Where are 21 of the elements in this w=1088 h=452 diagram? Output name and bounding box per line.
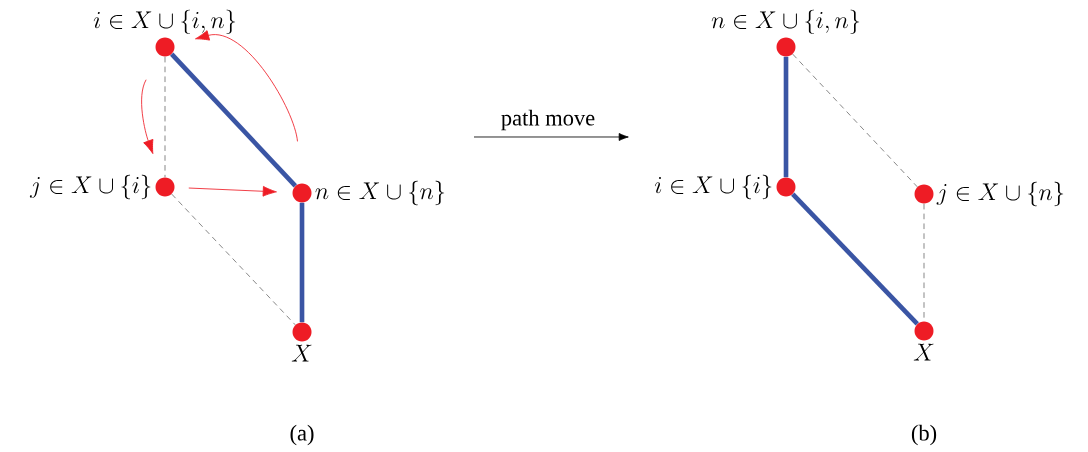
dashed-line [164, 56, 166, 178]
move-arrow [195, 30, 298, 142]
vertex-label: $X$ [291, 344, 312, 362]
vertex-label: $n \in X \cup \{n\}$ [315, 180, 445, 206]
vertex-label: $i \in X \cup \{i\}$ [654, 174, 772, 200]
path-edge [791, 192, 919, 326]
arrow-label: path move [501, 109, 595, 131]
move-arrow [141, 79, 154, 154]
dashed-line [792, 53, 918, 188]
path-edge [170, 52, 297, 188]
move-arrow [188, 185, 277, 197]
vertex-label: $j \in X \cup \{i\}$ [29, 174, 151, 200]
panel-label: (a) [290, 424, 314, 446]
vertex-label: $X$ [913, 343, 934, 361]
dashed-line [171, 193, 296, 326]
path-edge [783, 56, 789, 178]
vertex-label: $n \in X \cup \{i, n\}$ [711, 9, 860, 35]
panel-label: (b) [911, 424, 937, 446]
path-edge [299, 202, 305, 323]
vertex-label: $j \in X \cup \{n\}$ [936, 181, 1064, 207]
vertex-label: $i \in X \cup \{i, n\}$ [93, 9, 236, 35]
